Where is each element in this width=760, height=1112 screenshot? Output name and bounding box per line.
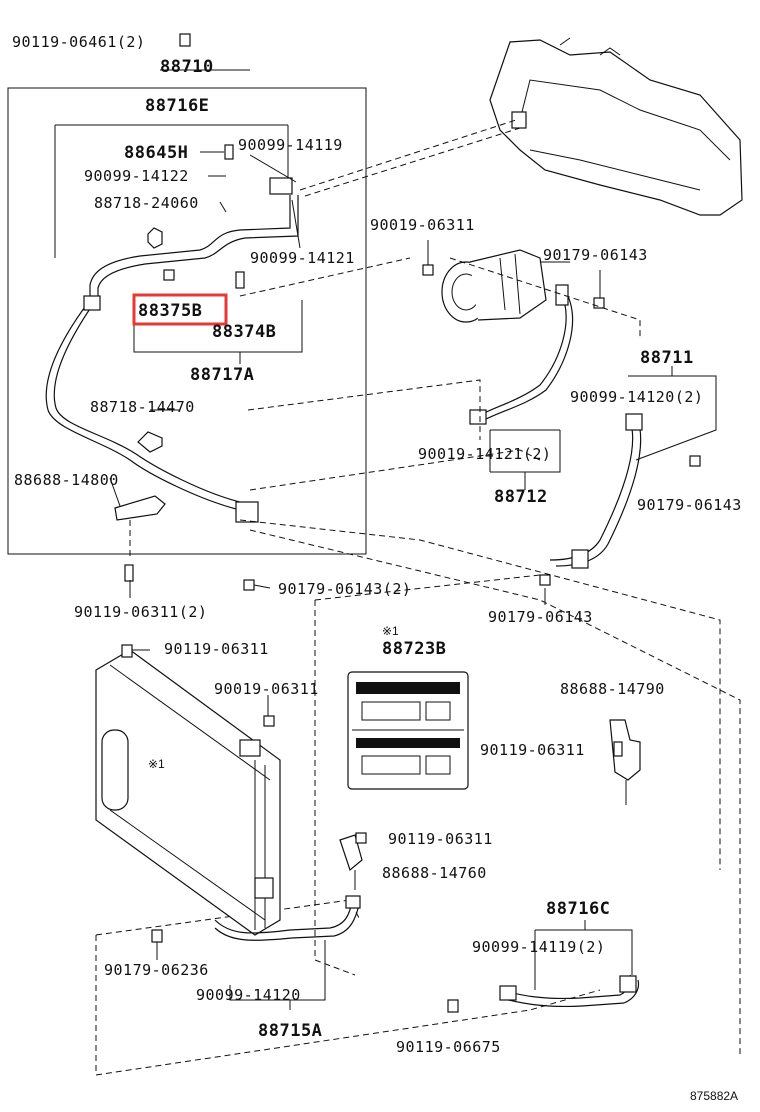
callout-90019-06311-top: 90019-06311	[370, 216, 475, 234]
valve-88374b	[235, 271, 245, 289]
callout-90119-06311-2: 90119-06311(2)	[74, 603, 207, 621]
callout-90099-14122: 90099-14122	[84, 167, 189, 185]
evaporator-housing	[489, 37, 743, 216]
bracket-88688-14790	[609, 719, 641, 781]
callout-90119-06311-mid: 90119-06311	[388, 830, 493, 848]
clamp-88718-24060	[147, 227, 163, 249]
liquid-pipe-88711	[549, 419, 634, 561]
callout-90099-14120-2: 90099-14120(2)	[570, 388, 703, 406]
callout-88688-14800: 88688-14800	[14, 471, 119, 489]
pipe-fitting-upper	[269, 177, 293, 195]
callout-90019-14121-2: 90019-14121(2)	[418, 445, 551, 463]
bracket-88716e	[54, 124, 289, 258]
callout-88374b: 88374B	[212, 322, 276, 342]
bracket-88688-14760	[339, 834, 363, 872]
note-mark-side: ※1	[148, 757, 165, 771]
callout-88688-14790: 88688-14790	[560, 680, 665, 698]
callout-88715a: 88715A	[258, 1021, 322, 1041]
callout-88645h: 88645H	[124, 143, 188, 163]
callout-90099-14119-2: 90099-14119(2)	[472, 938, 605, 956]
callout-90179-06143-a: 90179-06143	[543, 246, 648, 264]
clamp-88718-14470	[137, 431, 163, 453]
callout-90119-06311-right: 90119-06311	[480, 741, 585, 759]
figure-id: 875882A	[690, 1089, 738, 1103]
pipe-fitting-lower	[235, 501, 259, 523]
callout-88723b: 88723B	[382, 639, 446, 659]
callout-88688-14760: 88688-14760	[382, 864, 487, 882]
callout-88718-14470: 88718-14470	[90, 398, 195, 416]
callout-90099-14120: 90099-14120	[196, 986, 301, 1004]
pipe-88716c	[499, 974, 632, 1000]
callout-90099-14121: 90099-14121	[250, 249, 355, 267]
compressor	[441, 249, 547, 323]
callout-90119-06675: 90119-06675	[396, 1038, 501, 1056]
callout-88375b[interactable]: 88375B	[138, 301, 202, 321]
callout-90179-06143-b: 90179-06143	[637, 496, 742, 514]
callout-top-bolt: 90119-06461(2)	[12, 33, 145, 51]
callout-88717a: 88717A	[190, 365, 254, 385]
callout-90179-06143-c: 90179-06143	[488, 608, 593, 626]
callout-90119-06311-top: 90119-06311	[164, 640, 269, 658]
bolt-90119-06461	[179, 33, 191, 47]
highlight-88375b[interactable]	[132, 293, 228, 326]
callout-90099-14119: 90099-14119	[238, 136, 343, 154]
note-mark-label: ※1	[382, 624, 399, 638]
switch-88645h	[224, 144, 234, 160]
bracket-88688-14800	[114, 495, 166, 521]
discharge-hose-88712	[479, 289, 567, 416]
callout-88712: 88712	[494, 487, 548, 507]
assembly-box-88710	[7, 87, 367, 555]
condenser	[95, 649, 281, 936]
suction-pipe-88716e	[45, 299, 259, 513]
caution-label-88723b	[347, 671, 469, 790]
callout-88716c: 88716C	[546, 899, 610, 919]
callout-88716e: 88716E	[145, 96, 209, 116]
callout-88711: 88711	[640, 348, 694, 368]
valve-88375b	[163, 269, 175, 281]
callout-88718-24060: 88718-24060	[94, 194, 199, 212]
callout-90019-06311-mid: 90019-06311	[214, 680, 319, 698]
pipe-88715a	[214, 899, 353, 934]
callout-90179-06143-2: 90179-06143(2)	[278, 580, 411, 598]
callout-88710: 88710	[160, 57, 214, 77]
callout-90179-06236: 90179-06236	[104, 961, 209, 979]
receiver-dryer	[101, 729, 129, 811]
